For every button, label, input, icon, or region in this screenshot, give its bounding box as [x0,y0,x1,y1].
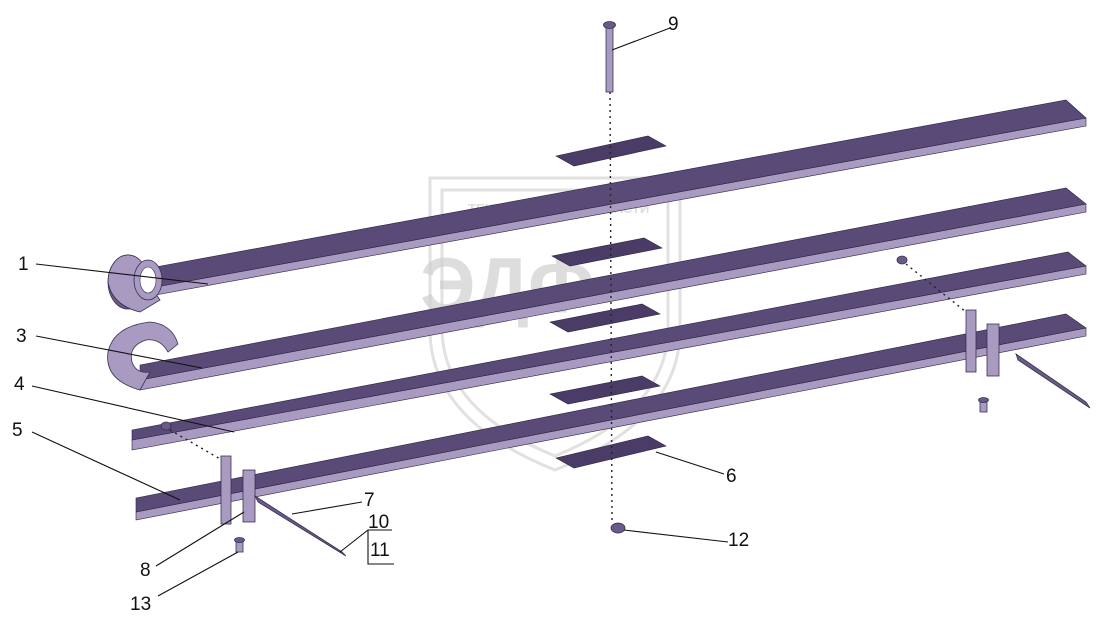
leaf-4 [131,251,1087,451]
leaf-5 [135,313,1087,521]
callout-6: 6 [726,466,737,487]
callout-1: 1 [18,254,29,275]
leader-lines [31,27,729,597]
callout-13: 13 [130,594,151,615]
callout-4: 4 [14,374,25,395]
callout-10: 10 [368,512,389,533]
centre-bolt [603,21,626,534]
right-clamp [896,255,1091,413]
leaf-3 [107,187,1087,391]
callout-9: 9 [668,14,679,35]
callout-12: 12 [728,530,749,551]
callout-7: 7 [364,490,375,511]
callout-5: 5 [12,420,23,441]
leaf-1 [107,99,1087,313]
callout-11: 11 [370,540,390,561]
callout-8: 8 [140,560,151,581]
left-clamp [160,421,347,557]
callouts: 1 3 4 5 6 7 8 9 10 11 12 13 [12,14,749,615]
callout-3: 3 [16,326,27,347]
